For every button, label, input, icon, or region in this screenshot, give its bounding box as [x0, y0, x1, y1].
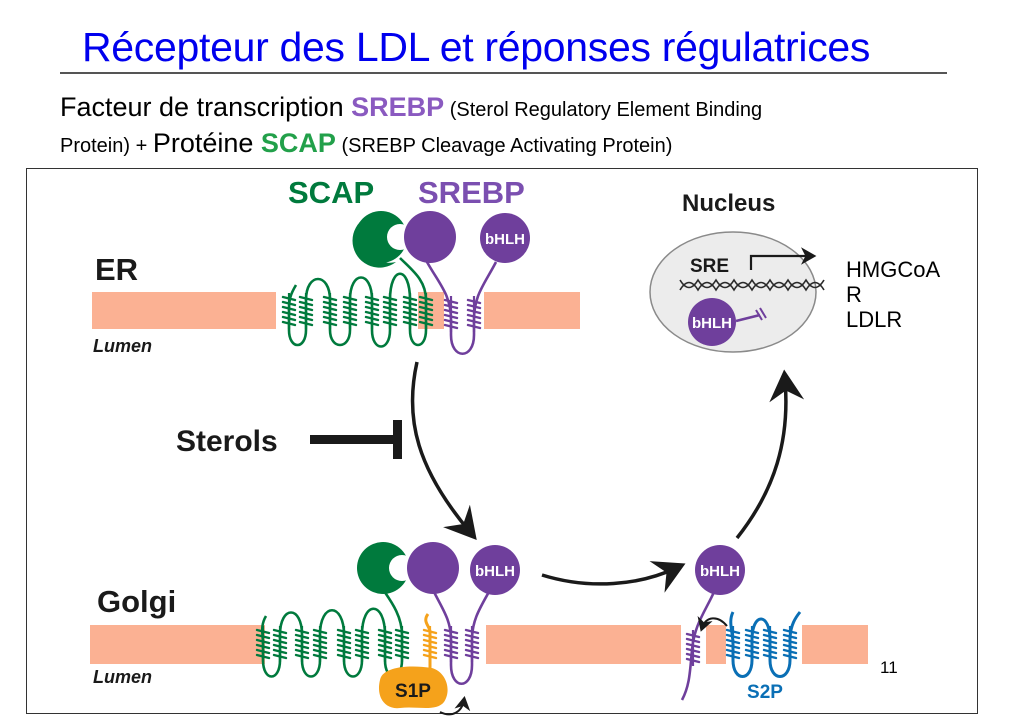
golgi-label: Golgi — [97, 584, 176, 619]
target-gene: LDLR — [846, 307, 903, 332]
s2p-protease — [725, 611, 802, 678]
er-membrane — [92, 292, 580, 329]
golgi-membrane-segment — [90, 625, 265, 664]
nucleus — [649, 231, 817, 353]
subtitle-text: Protein) + — [60, 135, 153, 157]
srebp-bhlh-domain — [480, 213, 530, 263]
srebp-protein-er — [425, 261, 498, 355]
subtitle-line-2: Protein) + Protéine SCAP (SREBP Cleavage… — [60, 128, 672, 159]
golgi-lumen-label: Lumen — [93, 667, 152, 687]
srebp-bhlh-released — [695, 545, 745, 595]
srebp-highlight: SREBP — [351, 92, 445, 122]
srebp-bhlh-domain-golgi — [470, 545, 520, 595]
bhlh-tail — [735, 313, 761, 323]
scap-highlight: SCAP — [260, 128, 336, 158]
bhlh-label: bHLH — [692, 315, 732, 332]
s1p-label: S1P — [395, 681, 431, 702]
scap-protein-golgi — [255, 587, 410, 678]
page-number: 11 — [880, 658, 898, 677]
subtitle-line-1: Facteur de transcription SREBP (Sterol R… — [60, 92, 762, 123]
title-underline — [60, 72, 947, 74]
golgi-membrane-segment — [802, 625, 868, 664]
transcription-start-arrow — [749, 247, 817, 270]
er-membrane-segment — [92, 292, 276, 329]
bhlh-label: bHLH — [475, 563, 515, 580]
er-to-golgi-arrow — [410, 361, 477, 541]
golgi-membrane-segment — [706, 625, 726, 664]
srebp-regulatory-domain-golgi — [407, 542, 459, 594]
nucleus-label: Nucleus — [682, 190, 775, 217]
target-gene: R — [846, 282, 862, 307]
bhlh-tail-coil — [755, 307, 767, 321]
subtitle-text: Facteur de transcription — [60, 92, 352, 122]
to-nucleus-arrow — [735, 369, 805, 540]
golgi-membrane-segment — [486, 625, 681, 664]
bhlh-bound-to-dna — [688, 298, 736, 346]
scap-wd-domain-golgi — [357, 542, 409, 594]
sterols-label: Sterols — [176, 425, 278, 458]
subtitle-text: (SREBP Cleavage Activating Protein) — [335, 135, 673, 157]
s1p-protease — [378, 613, 448, 709]
golgi-membrane — [90, 625, 868, 664]
sterols-inhibition-bar — [310, 420, 402, 459]
subtitle-text: Protéine — [152, 128, 261, 158]
srebp-cleaved-fragment — [680, 591, 716, 701]
target-genes-list: HMGCoA R LDLR — [846, 257, 940, 332]
scap-label: SCAP — [288, 175, 374, 210]
sre-label: SRE — [690, 256, 729, 277]
bhlh-label: bHLH — [485, 231, 525, 248]
bhlh-label: bHLH — [700, 563, 740, 580]
srebp-protein-golgi — [431, 589, 492, 685]
s2p-label: S2P — [747, 682, 783, 703]
er-label: ER — [95, 252, 138, 287]
slide-title: Récepteur des LDL et réponses régulatric… — [82, 24, 871, 70]
subtitle-text: (Sterol Regulatory Element Binding — [444, 99, 763, 121]
srebp-regulatory-domain — [404, 211, 456, 263]
srebp-label: SREBP — [418, 175, 525, 210]
target-gene: HMGCoA — [846, 257, 941, 282]
er-lumen-label: Lumen — [93, 336, 152, 356]
scap-wd-domain — [355, 211, 407, 263]
dna-double-helix — [679, 278, 825, 292]
diagram-frame — [26, 168, 978, 714]
s2p-cleavage-arrow — [697, 615, 728, 632]
er-membrane-segment — [484, 292, 580, 329]
scap-protein-er — [281, 257, 434, 348]
s1p-cleavage-arrow — [439, 696, 471, 716]
release-arrow — [541, 561, 686, 593]
